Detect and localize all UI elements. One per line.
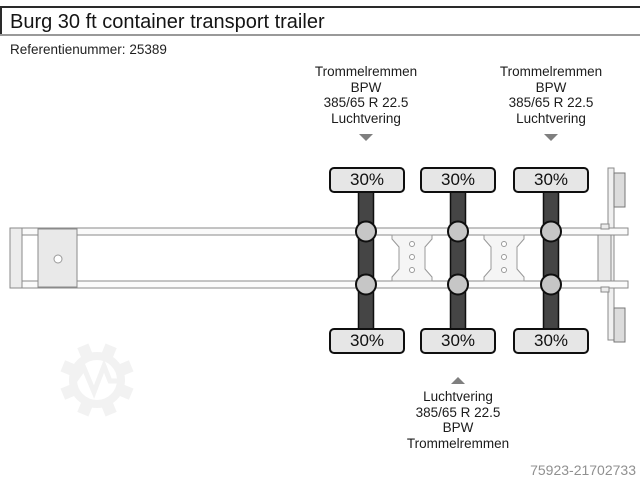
- front-end-cap: [9, 227, 23, 289]
- chassis-rail-bottom: [9, 280, 629, 289]
- header-top-rule: [0, 6, 640, 8]
- annotation-line: BPW: [535, 79, 567, 95]
- header-divider: [0, 34, 640, 36]
- kingpin-pin: [53, 254, 63, 264]
- annotation-line: Trommelremmen: [499, 64, 603, 79]
- gear-icon: [60, 343, 134, 417]
- axle2-bar: [449, 189, 467, 331]
- axle1-load-bottom-badge: 30%: [329, 328, 405, 354]
- axle1-spec-annotation: Trommelremmen BPW 385/65 R 22.5 Luchtver…: [256, 64, 476, 141]
- axle3-bar: [542, 189, 560, 331]
- crossmember-2: [483, 234, 525, 282]
- wheel-hub: [447, 220, 469, 243]
- wheel-hub: [540, 220, 562, 243]
- axle2-load-bottom-badge: 30%: [420, 328, 496, 354]
- wheel-hub: [447, 273, 469, 296]
- trailer-diagram: [9, 167, 629, 343]
- rear-notch-top: [600, 223, 610, 230]
- reference-label: Referentienummer:: [10, 42, 126, 57]
- rear-notch-bottom: [600, 286, 610, 293]
- wheel-hub: [355, 220, 377, 243]
- rear-plate-bottom: [613, 307, 626, 343]
- annotation-line: 385/65 R 22.5: [508, 95, 594, 110]
- annotation-line: Luchtvering: [331, 110, 401, 126]
- annotation-line: Trommelremmen: [314, 64, 418, 79]
- page-title: Burg 30 ft container transport trailer: [10, 11, 325, 33]
- annotation-line: Trommelremmen: [406, 435, 510, 451]
- axle3-load-bottom-badge: 30%: [513, 328, 589, 354]
- annotation-line: BPW: [350, 79, 382, 95]
- rear-plate-top: [613, 172, 626, 208]
- axle2-load-top-badge: 30%: [420, 167, 496, 193]
- crossmember-1: [391, 234, 433, 282]
- reference-value: 25389: [129, 42, 167, 57]
- annotation-line: 385/65 R 22.5: [323, 95, 409, 110]
- axle3-spec-annotation: Trommelremmen BPW 385/65 R 22.5 Luchtver…: [441, 64, 640, 141]
- annotation-line: Luchtvering: [516, 110, 586, 126]
- reference-number: Referentienummer: 25389: [10, 42, 167, 57]
- wheel-hub: [540, 273, 562, 296]
- rear-center-block: [597, 234, 612, 282]
- annotation-line: Luchtvering: [423, 389, 493, 404]
- wheel-hub: [355, 273, 377, 296]
- axle2-spec-annotation: Luchtvering 385/65 R 22.5 BPW Trommelrem…: [348, 377, 568, 451]
- axle1-load-top-badge: 30%: [329, 167, 405, 193]
- header-left-rule: [0, 6, 2, 35]
- annotation-line: BPW: [442, 420, 474, 435]
- axle1-bar: [357, 189, 375, 331]
- arrow-down-icon: [359, 134, 373, 141]
- annotation-line: 385/65 R 22.5: [415, 404, 501, 420]
- arrow-down-icon: [544, 134, 558, 141]
- arrow-up-icon: [451, 377, 465, 384]
- chassis-rail-top: [9, 227, 629, 236]
- gear-logo-watermark: [60, 343, 134, 417]
- listing-code: 75923-21702733: [530, 462, 636, 478]
- axle3-load-top-badge: 30%: [513, 167, 589, 193]
